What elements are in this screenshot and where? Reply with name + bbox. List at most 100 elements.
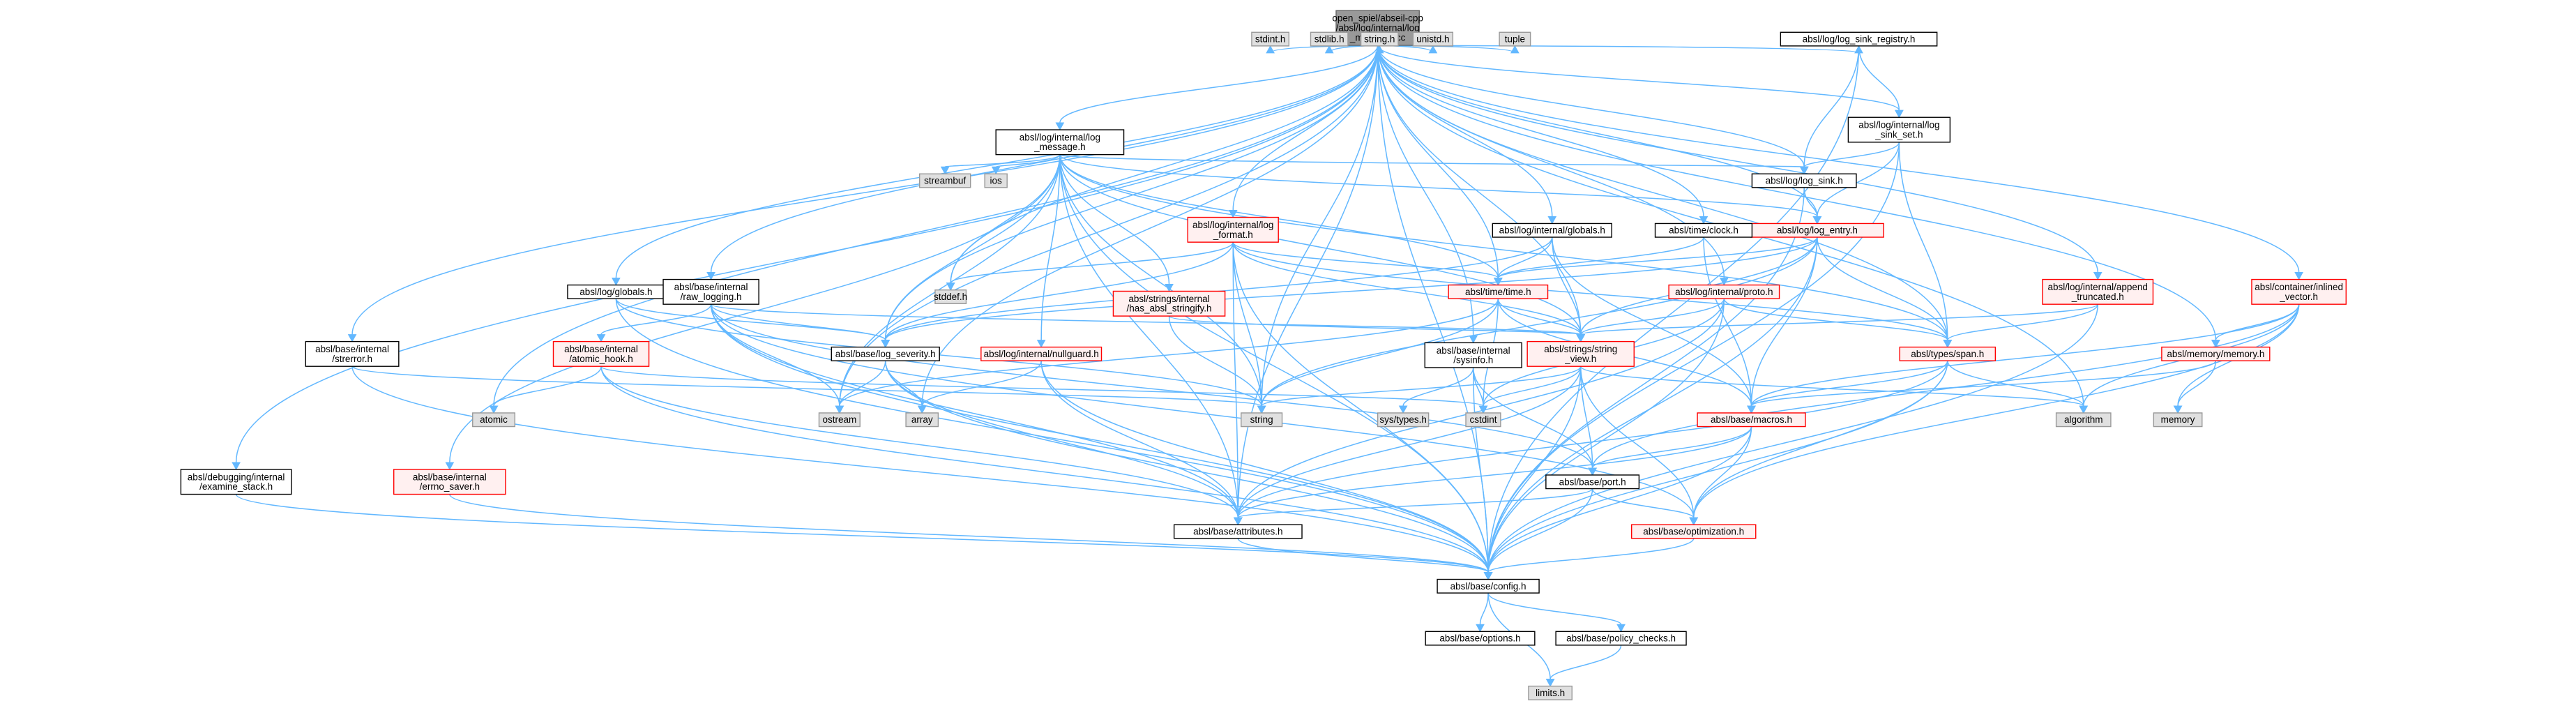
node-box (2251, 278, 2347, 305)
dependency-edge (489, 366, 602, 414)
dependency-edge-line (1059, 154, 1948, 340)
node-label: /sysinfo.h (1453, 355, 1493, 366)
node-label: absl/time/clock.h (1669, 225, 1738, 236)
node-tuple: tuple (1499, 31, 1531, 47)
dependency-edge (1377, 45, 2103, 280)
dependency-edge-line (1750, 360, 1948, 407)
dependency-edge-line (1497, 299, 1582, 335)
dependency-edge-line (884, 154, 1061, 340)
node-absl-log-internal-globals-h[interactable]: absl/log/internal/globals.h (1492, 223, 1612, 238)
dependency-edge-arrowhead (232, 462, 241, 470)
dependency-edge-line (1261, 366, 1582, 407)
node-label: /has_absl_stringify.h (1126, 303, 1211, 314)
node-absl-memory-memory-h[interactable]: absl/memory/memory.h (2161, 346, 2271, 361)
node-label: _sink_set.h (1874, 129, 1923, 140)
dependency-edge (1232, 242, 1266, 414)
node-absl-log-internal-append-truncated-h[interactable]: absl/log/internal/append_truncated.h (2042, 278, 2154, 305)
node-absl-log-globals-h[interactable]: absl/log/globals.h (567, 284, 665, 299)
dependency-edge-arrowhead (1398, 405, 1408, 414)
dependency-edge-line (1059, 154, 1262, 406)
node-absl-base-internal-sysinfo-h[interactable]: absl/base/internal/sysinfo.h (1424, 342, 1522, 368)
dependency-edge-line (1591, 304, 2300, 468)
node-box (1668, 284, 1780, 299)
dependency-edge-line (995, 154, 1061, 167)
node-absl-base-options-h[interactable]: absl/base/options.h (1425, 631, 1536, 646)
dependency-edge (1233, 299, 1725, 526)
dependency-edge (1493, 236, 1818, 286)
dependency-edge (1817, 237, 1953, 348)
node-label: _vector.h (2279, 292, 2318, 302)
dependency-edge-line (921, 361, 1042, 407)
node-absl-base-port-h[interactable]: absl/base/port.h (1545, 474, 1640, 490)
node-label: limits.h (1536, 688, 1565, 698)
node-box (1241, 412, 1283, 428)
dependency-edge-arrowhead (596, 334, 606, 343)
node-absl-log-log-sink-h[interactable]: absl/log/log_sink.h (1751, 173, 1857, 188)
node-absl-log-internal-log-message-h[interactable]: absl/log/internal/log_message.h (995, 129, 1125, 156)
dependency-edge-line (600, 366, 1489, 573)
node-absl-debugging-internal-examine-stack-h[interactable]: absl/debugging/internal/examine_stack.h (180, 469, 292, 495)
node-absl-types-span-h[interactable]: absl/types/span.h (1899, 346, 1997, 361)
dependency-edge-line (1750, 304, 2300, 407)
dependency-edge (1588, 426, 1752, 476)
node-box (1173, 524, 1303, 539)
node-box (2161, 346, 2271, 361)
node-absl-log-internal-nullguard-h[interactable]: absl/log/internal/nullguard.h (980, 346, 1103, 361)
node-absl-base-internal-errno-saver-h[interactable]: absl/base/internal/errno_saver.h (393, 469, 506, 495)
node-string-h: string.h (1360, 31, 1399, 47)
node-absl-base-internal-raw-logging-h[interactable]: absl/base/internal/raw_logging.h (662, 278, 759, 305)
dependency-edge-line (1040, 361, 1239, 518)
dependency-edge-arrowhead (1576, 334, 1586, 343)
dependency-edge (600, 366, 1243, 526)
node-label: absl/log/internal/proto.h (1675, 287, 1773, 297)
node-absl-base-macros-h[interactable]: absl/base/macros.h (1697, 412, 1806, 428)
node-label: tuple (1505, 34, 1525, 45)
dependency-edge-line (1237, 299, 1725, 518)
node-label: stdint.h (1255, 34, 1286, 45)
node-absl-time-time-h[interactable]: absl/time/time.h (1448, 284, 1549, 299)
dependency-edge-line (1168, 315, 1582, 336)
dependency-edge (1493, 236, 1553, 286)
dependency-edge (1483, 361, 1948, 580)
node-label: streambuf (924, 176, 966, 186)
node-absl-log-internal-proto-h[interactable]: absl/log/internal/proto.h (1668, 284, 1780, 299)
node-label: absl/debugging/internal (188, 472, 285, 482)
node-label: absl/time/time.h (1465, 287, 1531, 297)
node-absl-base-log-severity-h[interactable]: absl/base/log_severity.h (831, 346, 940, 361)
node-absl-container-inlined-vector-h[interactable]: absl/container/inlined_vector.h (2251, 278, 2347, 305)
node-absl-strings-string-view-h[interactable]: absl/strings/string_view.h (1526, 340, 1635, 367)
dependency-edge-line (1858, 45, 1900, 111)
node-label: absl/base/policy_checks.h (1566, 633, 1676, 644)
node-absl-base-config-h[interactable]: absl/base/config.h (1437, 578, 1540, 594)
node-absl-log-internal-log-sink-set-h[interactable]: absl/log/internal/log_sink_set.h (1847, 116, 1951, 143)
node-absl-base-internal-strerror-h[interactable]: absl/base/internal/strerror.h (305, 340, 400, 367)
dependency-edge-line (1591, 488, 1695, 518)
node-absl-base-policy-checks-h[interactable]: absl/base/policy_checks.h (1555, 631, 1687, 646)
dependency-edge-line (884, 236, 1818, 340)
dependency-edge-arrowhead (1257, 405, 1266, 414)
dependency-edge (1588, 304, 2300, 476)
dependency-edge-line (1232, 242, 1262, 406)
dependency-edge (235, 494, 1493, 580)
node-absl-base-internal-atomic-hook-h[interactable]: absl/base/internal/atomic_hook.h (552, 340, 650, 367)
dependency-edge-line (884, 361, 1239, 518)
node-stdint-h: stdint.h (1251, 31, 1290, 47)
node-absl-log-log-entry-h[interactable]: absl/log/log_entry.h (1750, 223, 1884, 238)
node-array: array (905, 412, 939, 428)
node-absl-time-clock-h[interactable]: absl/time/clock.h (1654, 223, 1753, 238)
node-absl-strings-internal-has-absl-stringify-h[interactable]: absl/strings/internal/has_absl_stringify… (1112, 290, 1226, 317)
dependency-edge (615, 298, 891, 348)
node-absl-base-optimization-h[interactable]: absl/base/optimization.h (1631, 524, 1757, 539)
dependency-edge (1552, 237, 1586, 343)
node-box (1528, 685, 1573, 700)
dependency-edge-arrowhead (2211, 340, 2220, 348)
dependency-edge-line (1377, 45, 1553, 217)
node-label: absl/strings/internal (1128, 294, 1209, 304)
node-absl-base-attributes-h[interactable]: absl/base/attributes.h (1173, 524, 1303, 539)
node-box (1492, 223, 1612, 238)
node-label: stdlib.h (1314, 34, 1344, 45)
dependency-edge-line (1059, 154, 1818, 218)
dependency-edge (615, 299, 1493, 580)
node-absl-log-log-sink-registry-h[interactable]: absl/log/log_sink_registry.h (1780, 31, 1938, 47)
node-absl-log-internal-log-format-h[interactable]: absl/log/internal/log_format.h (1187, 216, 1279, 243)
